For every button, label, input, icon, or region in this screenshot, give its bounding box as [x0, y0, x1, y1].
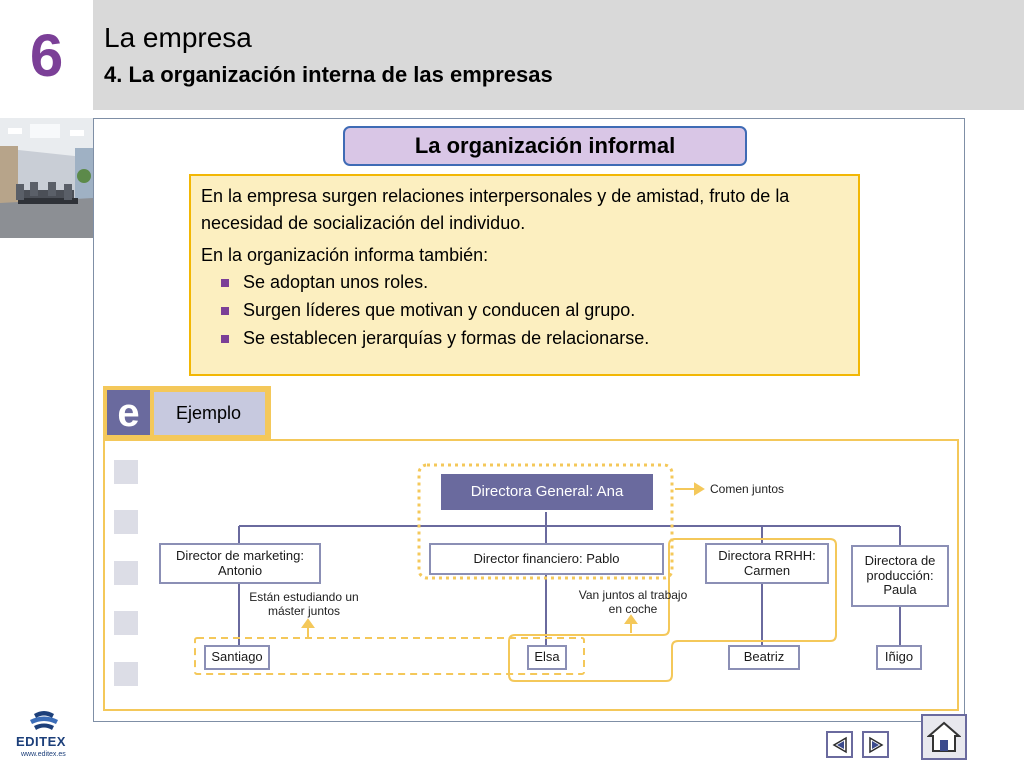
org-node-santiago: Santiago: [204, 645, 270, 670]
page-subtitle: 4. La organización interna de las empres…: [104, 62, 553, 87]
org-node-production: Directora de producción: Paula: [851, 545, 949, 607]
decorative-square: [114, 611, 138, 635]
prev-button[interactable]: [826, 731, 853, 758]
page-title: La empresa: [104, 22, 252, 53]
note-eat-together: Comen juntos: [710, 482, 785, 496]
info-paragraph-2: En la organización informa también:: [201, 245, 489, 265]
next-button[interactable]: [862, 731, 889, 758]
list-item: Se adoptan unos roles.: [221, 269, 848, 297]
chapter-number: 6: [0, 0, 93, 110]
decorative-square: [114, 662, 138, 686]
org-node-finance: Director financiero: Pablo: [429, 543, 664, 575]
decorative-square: [114, 460, 138, 484]
org-node-hr: Directora RRHH: Carmen: [705, 543, 829, 584]
info-bullet-list: Se adoptan unos roles. Surgen líderes qu…: [201, 269, 848, 353]
org-chart-connectors: [194, 463, 901, 682]
org-node-inigo: Iñigo: [876, 645, 922, 670]
home-button[interactable]: [921, 714, 967, 760]
decorative-square: [114, 510, 138, 534]
section-title: La organización informal: [343, 126, 747, 166]
org-node-director-general: Directora General: Ana: [441, 474, 653, 510]
note-car: Van juntos al trabajo en coche: [578, 588, 688, 617]
org-node-marketing: Director de marketing: Antonio: [159, 543, 321, 584]
logo-url: www.editex.es: [21, 751, 66, 758]
example-e-icon: e: [107, 390, 150, 435]
note-master: Están estudiando un máster juntos: [249, 590, 359, 619]
next-arrow-icon: [868, 736, 883, 753]
header-bar: [93, 0, 1024, 110]
logo-text: EDITEX: [16, 734, 66, 749]
decorative-square: [114, 561, 138, 585]
list-item: Se establecen jerarquías y formas de rel…: [221, 325, 848, 353]
editex-logo: [14, 710, 74, 760]
example-label: Ejemplo: [154, 392, 265, 435]
prev-arrow-icon: [832, 736, 847, 753]
info-box: En la empresa surgen relaciones interper…: [189, 174, 860, 376]
info-paragraph-1: En la empresa surgen relaciones interper…: [201, 186, 790, 233]
org-node-beatriz: Beatriz: [728, 645, 800, 670]
meeting-room-image: [0, 118, 93, 238]
list-item: Surgen líderes que motivan y conducen al…: [221, 297, 848, 325]
home-icon: [927, 721, 961, 752]
org-node-elsa: Elsa: [527, 645, 567, 670]
